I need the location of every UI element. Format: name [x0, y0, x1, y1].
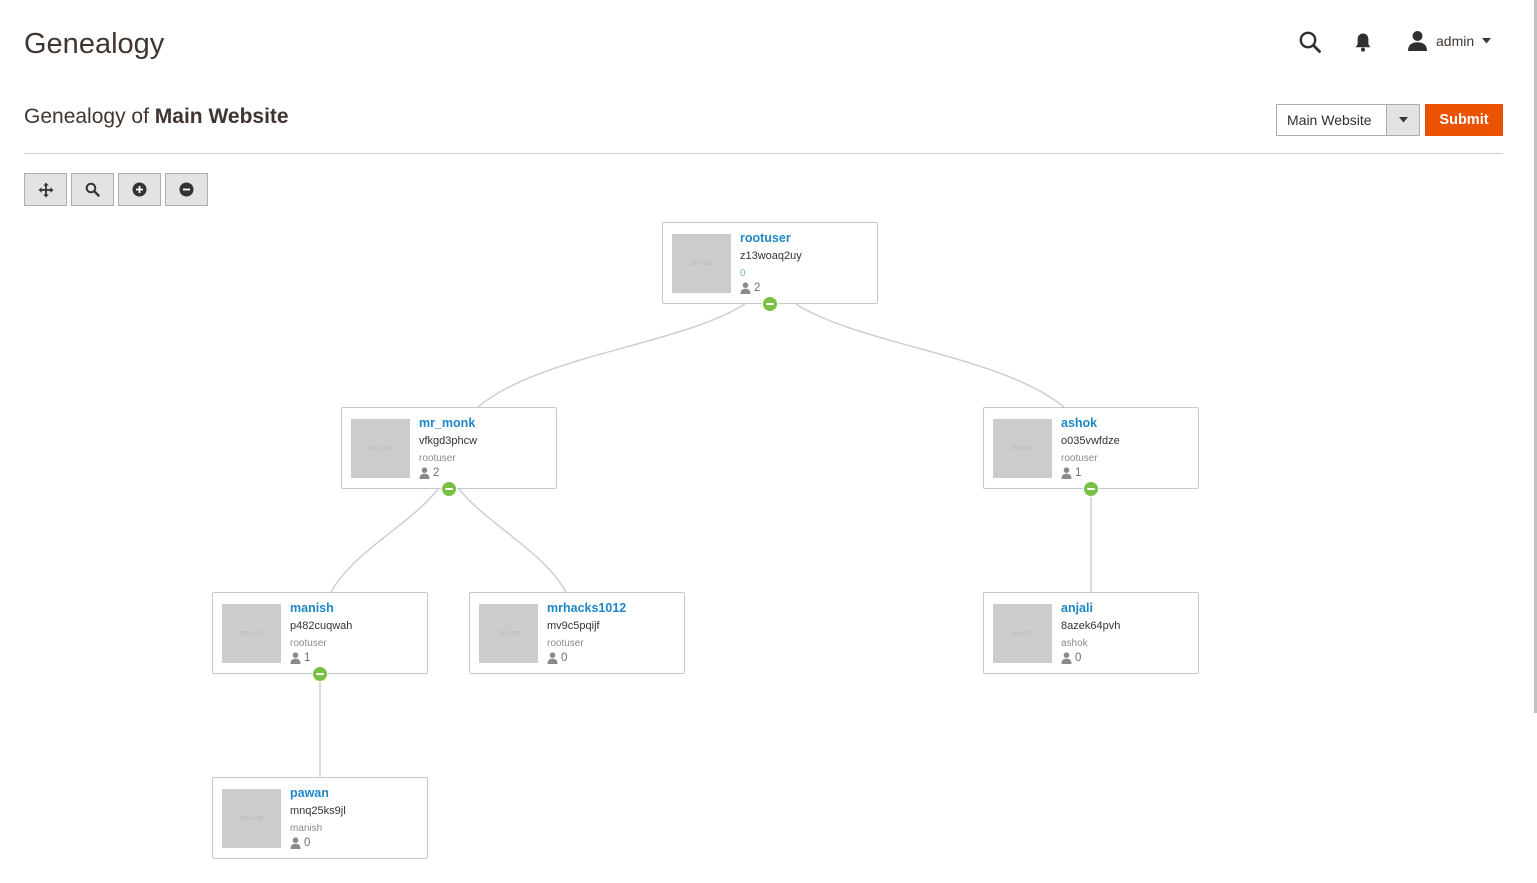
zoom-out-button[interactable]: [165, 173, 208, 206]
downline-count-value: 2: [433, 467, 440, 479]
node-code: o035vwfdze: [1061, 435, 1120, 447]
person-icon: [1061, 467, 1072, 479]
bell-icon: [1355, 33, 1371, 52]
connector-root-mr_monk: [477, 303, 746, 408]
connector-mr_monk-mrhacks1012: [458, 488, 567, 593]
tree-node-ashok[interactable]: 150 x 150 ashok o035vwfdze rootuser 1: [983, 407, 1199, 489]
node-username[interactable]: anjali: [1061, 601, 1093, 615]
search-icon: [1299, 31, 1321, 53]
node-sponsor: rootuser: [290, 638, 327, 649]
downline-count-value: 0: [561, 652, 568, 664]
admin-user-label: admin: [1436, 33, 1475, 49]
tree-node-rootuser[interactable]: 150 x 150 rootuser z13woaq2uy 0 2: [662, 222, 878, 304]
submit-button[interactable]: Submit: [1425, 104, 1503, 136]
node-username[interactable]: mr_monk: [419, 416, 476, 430]
move-icon: [38, 182, 53, 197]
user-thumbnail: 150 x 150: [222, 604, 281, 663]
user-icon: [1408, 31, 1427, 51]
person-icon: [290, 837, 301, 849]
subtitle-prefix: Genealogy of: [24, 105, 149, 128]
user-thumbnail: 150 x 150: [351, 419, 410, 478]
node-username[interactable]: manish: [290, 601, 334, 615]
node-sponsor: rootuser: [1061, 453, 1098, 464]
node-username[interactable]: rootuser: [740, 231, 791, 245]
downline-count-value: 1: [304, 652, 311, 664]
tree-node-pawan[interactable]: 150 x 150 pawan mnq25ks9jl manish 0: [212, 777, 428, 859]
node-code: 8azek64pvh: [1061, 620, 1121, 632]
node-code: p482cuqwah: [290, 620, 353, 632]
collapse-toggle-manish[interactable]: [312, 666, 328, 682]
global-search-button[interactable]: [1298, 30, 1322, 54]
tree-toolbar: [24, 173, 208, 206]
node-username[interactable]: ashok: [1061, 416, 1098, 430]
node-downline-count: 1: [290, 652, 310, 664]
genealogy-subtitle: Genealogy of Main Website: [24, 105, 289, 129]
tree-node-mrhacks1012[interactable]: 150 x 150 mrhacks1012 mv9c5pqijf rootuse…: [469, 592, 685, 674]
search-icon: [85, 182, 100, 197]
tree-node-anjali[interactable]: 150 x 150 anjali 8azek64pvh ashok 0: [983, 592, 1199, 674]
person-icon: [1061, 652, 1072, 664]
connector-mr_monk-manish: [330, 488, 439, 593]
minus-icon: [766, 303, 774, 305]
minus-icon: [445, 488, 453, 490]
minus-icon: [316, 673, 324, 675]
person-icon: [547, 652, 558, 664]
collapse-toggle-ashok[interactable]: [1083, 481, 1099, 497]
node-sponsor: rootuser: [419, 453, 456, 464]
collapse-toggle-mr_monk[interactable]: [441, 481, 457, 497]
notifications-button[interactable]: [1352, 31, 1374, 53]
node-sponsor: manish: [290, 823, 323, 834]
node-downline-count: 0: [1061, 652, 1081, 664]
downline-count-value: 0: [304, 837, 311, 849]
node-sponsor: ashok: [1061, 638, 1088, 649]
subtitle-website: Main Website: [154, 105, 289, 128]
node-sponsor: 0: [740, 268, 746, 279]
downline-count-value: 1: [1075, 467, 1082, 479]
page-title: Genealogy: [24, 28, 165, 60]
node-downline-count: 1: [1061, 467, 1081, 479]
downline-count-value: 2: [754, 282, 761, 294]
person-icon: [290, 652, 301, 664]
connector-root-ashok: [795, 303, 1065, 408]
zoom-in-button[interactable]: [118, 173, 161, 206]
header-divider: [24, 153, 1503, 154]
chevron-down-icon: [1482, 38, 1492, 44]
user-thumbnail: 150 x 150: [672, 234, 731, 293]
user-thumbnail: 150 x 150: [479, 604, 538, 663]
node-code: mnq25ks9jl: [290, 805, 346, 817]
node-code: vfkgd3phcw: [419, 435, 478, 447]
minus-icon: [1087, 488, 1095, 490]
move-tool-button[interactable]: [24, 173, 67, 206]
node-username[interactable]: mrhacks1012: [547, 601, 627, 615]
user-thumbnail: 150 x 150: [993, 604, 1052, 663]
node-code: z13woaq2uy: [740, 250, 802, 262]
collapse-toggle-rootuser[interactable]: [762, 296, 778, 312]
downline-count-value: 0: [1075, 652, 1082, 664]
node-username[interactable]: pawan: [290, 786, 329, 800]
plus-circle-icon: [132, 182, 147, 197]
website-select-value: Main Website: [1287, 112, 1372, 128]
node-downline-count: 0: [290, 837, 310, 849]
user-thumbnail: 150 x 150: [222, 789, 281, 848]
person-icon: [419, 467, 430, 479]
minus-circle-icon: [179, 182, 194, 197]
website-select-toggle[interactable]: [1386, 105, 1419, 135]
website-select[interactable]: Main Website: [1276, 104, 1420, 136]
chevron-down-icon: [1398, 117, 1408, 123]
node-sponsor: rootuser: [547, 638, 584, 649]
person-icon: [740, 282, 751, 294]
node-downline-count: 2: [740, 282, 760, 294]
node-code: mv9c5pqijf: [547, 620, 600, 632]
page-scrollbar[interactable]: [1534, 0, 1537, 713]
node-downline-count: 0: [547, 652, 567, 664]
search-tool-button[interactable]: [71, 173, 114, 206]
tree-node-mr_monk[interactable]: 150 x 150 mr_monk vfkgd3phcw rootuser 2: [341, 407, 557, 489]
user-thumbnail: 150 x 150: [993, 419, 1052, 478]
node-downline-count: 2: [419, 467, 439, 479]
admin-user-menu[interactable]: admin: [1407, 29, 1492, 53]
tree-node-manish[interactable]: 150 x 150 manish p482cuqwah rootuser 1: [212, 592, 428, 674]
